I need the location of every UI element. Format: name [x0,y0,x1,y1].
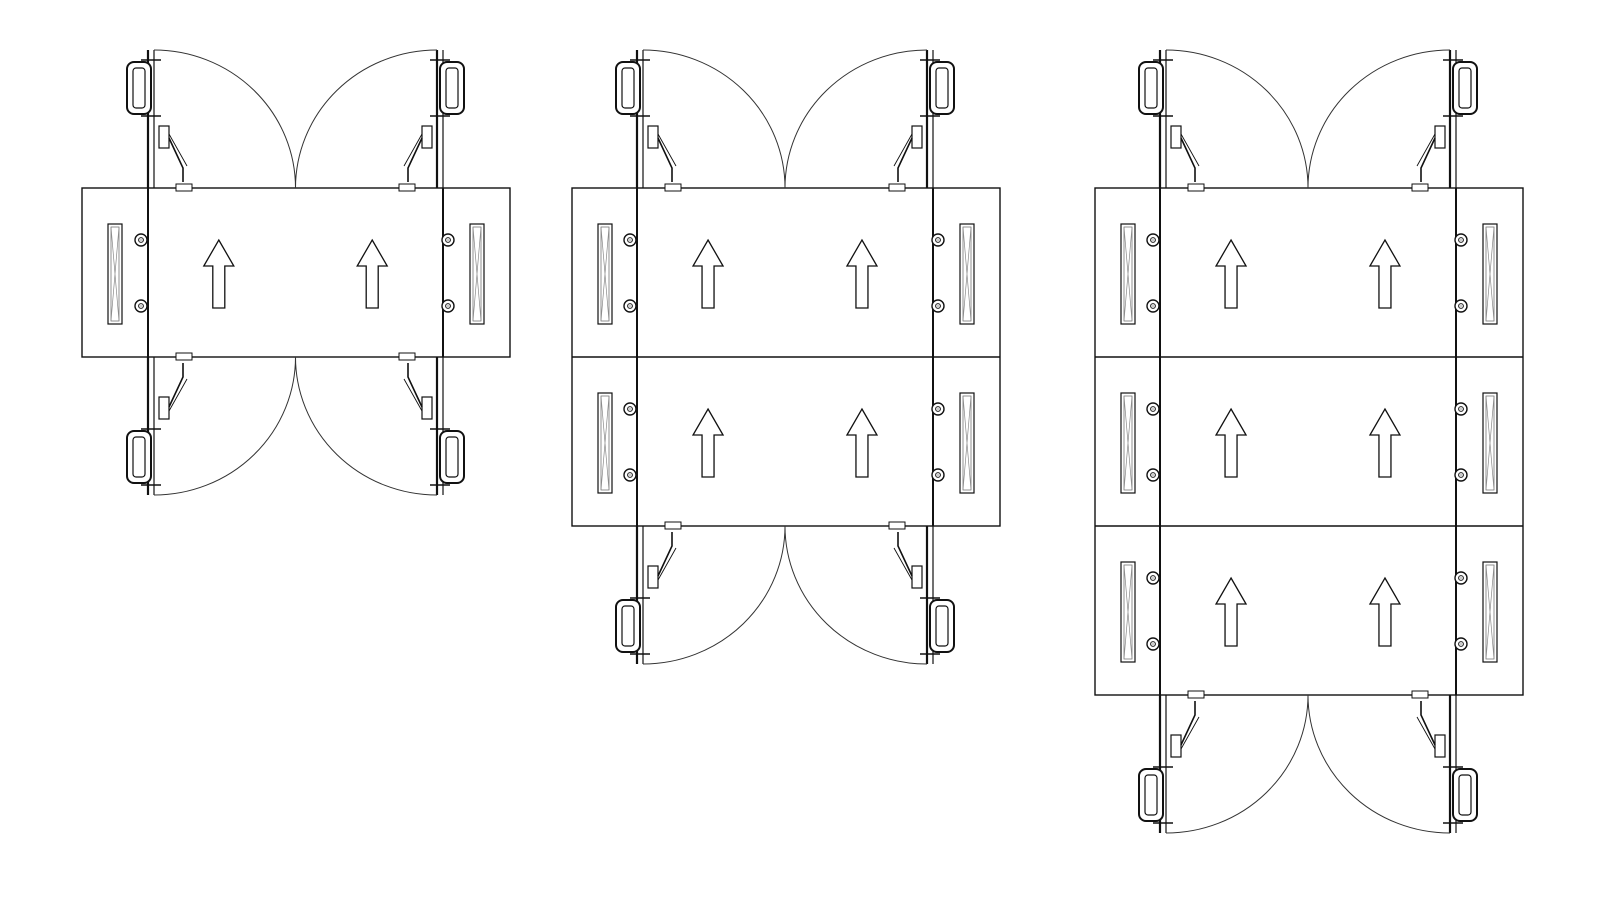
hinge-assembly [1411,50,1478,192]
assembly-single-vehicle-room [81,49,511,496]
side-panel-icon [959,223,975,325]
latch-icon [398,352,416,361]
door-swing-arc [153,356,296,496]
wheel-icon [1138,61,1164,115]
door-swing-arc [642,49,786,189]
forward-arrow-icon [1368,238,1402,309]
assembly-double-vehicle-room [571,49,1001,665]
wheel-icon [929,61,955,115]
wheel-icon [1452,768,1478,822]
side-panel-icon [1120,223,1136,325]
side-panel-icon [1120,561,1136,663]
door-swing-arc [1307,49,1451,189]
forward-arrow-icon [691,407,725,478]
latch-icon [175,183,193,192]
side-panel-icon [959,392,975,494]
wheel-icon [1138,768,1164,822]
forward-arrow-icon [845,238,879,309]
wheel-icon [126,61,152,115]
hinge-assembly [398,352,465,495]
door-swing-arc [1165,49,1309,189]
forward-arrow-icon [691,238,725,309]
door-swing-arc [642,525,786,665]
side-panel-icon [597,392,613,494]
side-panel-icon [1482,561,1498,663]
latch-icon [1187,690,1205,699]
module-bay [597,223,975,325]
side-panel-icon [1482,392,1498,494]
module-bay [1120,223,1498,325]
module-frame [1094,187,1524,696]
hinge-assembly [1138,50,1205,192]
wheel-icon [126,430,152,484]
hinge-assembly [126,50,193,192]
latch-icon [175,352,193,361]
forward-arrow-icon [356,238,389,309]
latch-icon [888,521,906,530]
wheel-icon [929,599,955,653]
latch-icon [398,183,416,192]
latch-icon [1411,183,1429,192]
hinge-assembly [1411,690,1478,833]
module-bay [1120,392,1498,494]
side-panel-icon [1482,223,1498,325]
forward-arrow-icon [845,407,879,478]
wheel-icon [615,61,641,115]
hinge-assembly [888,521,955,664]
door-swing-arc [784,49,928,189]
module-bay [597,392,975,494]
side-panel-icon [597,223,613,325]
latch-icon [888,183,906,192]
door-swing-arc [295,49,438,189]
assembly-triple-vehicle-room [1094,49,1524,834]
door-swing-arc [784,525,928,665]
latch-icon [1187,183,1205,192]
forward-arrow-icon [1214,407,1248,478]
hinge-assembly [888,50,955,192]
hinge-assembly [615,50,682,192]
latch-icon [664,183,682,192]
forward-arrow-icon [202,238,235,309]
side-panel-icon [107,223,123,325]
side-panel-icon [1120,392,1136,494]
door-swing-arc [295,356,438,496]
door-swing-arc [153,49,296,189]
forward-arrow-icon [1214,576,1248,647]
module-bay [1120,561,1498,663]
latch-icon [1411,690,1429,699]
hinge-assembly [398,50,465,192]
module-bay [107,223,485,325]
hinge-assembly [615,521,682,664]
hinge-assembly [1138,690,1205,833]
wheel-icon [1452,61,1478,115]
module-frame [81,187,511,358]
door-swing-arc [1165,694,1309,834]
door-swing-arc [1307,694,1451,834]
wheel-icon [615,599,641,653]
assemblies-layer [81,49,1524,834]
side-panel-icon [469,223,485,325]
forward-arrow-icon [1214,238,1248,309]
wheel-icon [439,61,465,115]
hinge-assembly [126,352,193,495]
wheel-icon [439,430,465,484]
forward-arrow-icon [1368,576,1402,647]
forward-arrow-icon [1368,407,1402,478]
latch-icon [664,521,682,530]
